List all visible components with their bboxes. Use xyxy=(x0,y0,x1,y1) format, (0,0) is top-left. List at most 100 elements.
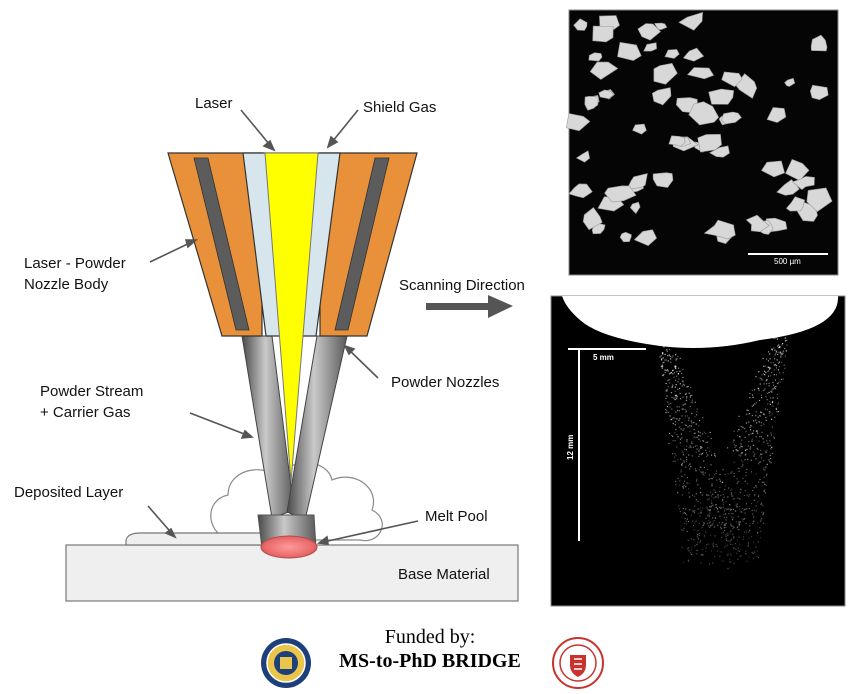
stream-particle xyxy=(777,345,779,347)
stream-particle xyxy=(714,455,716,457)
stream-particle xyxy=(738,524,740,526)
stream-particle xyxy=(697,530,699,532)
stream-particle xyxy=(695,470,697,472)
stream-particle xyxy=(704,530,707,532)
stream-particle xyxy=(663,374,665,376)
stream-particle xyxy=(732,441,734,443)
powder-particle xyxy=(632,123,647,135)
stream-particle xyxy=(767,435,769,437)
stream-particle xyxy=(674,386,676,388)
stream-particle xyxy=(681,422,683,424)
stream-particle xyxy=(690,466,692,468)
stream-particle xyxy=(726,534,728,536)
stream-particle xyxy=(760,436,762,438)
stream-particle xyxy=(726,532,728,534)
stream-particle xyxy=(729,508,731,510)
stream-particle xyxy=(751,509,753,511)
stream-particle xyxy=(751,432,754,434)
stream-particle xyxy=(721,560,723,562)
stream-particle xyxy=(760,503,762,506)
powder-particle xyxy=(584,95,599,111)
stream-particle xyxy=(761,411,763,414)
stream-particle xyxy=(709,509,711,511)
stream-particle xyxy=(682,396,684,398)
stream-particle xyxy=(709,514,711,516)
stream-particle xyxy=(691,394,693,396)
stream-particle xyxy=(671,434,673,436)
stream-particle xyxy=(773,374,775,376)
stream-particle xyxy=(725,539,728,542)
stream-particle xyxy=(682,452,684,454)
powder-micrograph: 500 µm xyxy=(565,9,839,276)
stream-particle xyxy=(771,426,773,428)
stream-particle xyxy=(753,551,755,553)
stream-particle xyxy=(730,554,732,556)
stream-particle xyxy=(694,522,696,524)
stream-particle xyxy=(779,351,782,353)
stream-particle xyxy=(662,365,664,367)
stream-particle xyxy=(754,403,756,405)
stream-particle xyxy=(674,399,676,401)
stream-particle xyxy=(689,496,691,498)
stream-particle xyxy=(755,555,757,557)
stream-particle xyxy=(773,337,775,339)
stream-particle xyxy=(763,373,765,375)
stream-particle xyxy=(782,343,784,345)
stream-particle xyxy=(774,332,776,334)
stream-particle xyxy=(744,490,746,492)
stream-particle xyxy=(767,445,770,447)
stream-particle xyxy=(690,395,692,397)
powder-particle xyxy=(626,173,648,190)
stream-particle xyxy=(764,469,766,471)
stream-particle xyxy=(742,464,744,466)
stream-particle xyxy=(725,522,727,524)
stream-particle xyxy=(707,514,709,516)
stream-particle xyxy=(726,508,728,511)
stream-particle xyxy=(692,524,695,527)
stream-particle xyxy=(767,392,769,395)
stream-particle xyxy=(671,386,673,389)
stream-particle xyxy=(735,445,737,447)
stream-particle xyxy=(684,480,686,482)
stream-particle xyxy=(769,440,771,442)
stream-particle xyxy=(747,545,749,547)
stream-particle xyxy=(724,508,726,510)
stream-particle xyxy=(780,354,782,356)
stream-particle xyxy=(725,513,727,515)
stream-particle xyxy=(692,494,694,496)
stream-particle xyxy=(740,453,742,455)
stream-particle xyxy=(758,388,760,390)
stream-particle xyxy=(759,537,761,539)
stream-particle xyxy=(730,530,732,532)
stream-particle xyxy=(681,437,683,439)
stream-particle xyxy=(666,411,668,413)
powder-particle xyxy=(633,229,657,247)
stream-particle xyxy=(671,418,673,420)
stream-particle xyxy=(690,425,692,427)
stream-particle xyxy=(677,388,679,390)
stream-particle xyxy=(753,499,755,501)
powder-streams xyxy=(241,335,348,549)
stream-particle xyxy=(753,487,755,489)
powder-particle xyxy=(784,77,796,87)
stream-particle xyxy=(681,372,683,374)
stream-particle xyxy=(730,553,732,555)
stream-particle xyxy=(770,397,772,399)
stream-particle xyxy=(759,527,761,529)
stream-particle xyxy=(699,466,701,468)
stream-particle xyxy=(745,475,747,477)
stream-particle xyxy=(770,432,772,434)
stream-particle xyxy=(699,533,701,535)
stream-particle xyxy=(675,483,677,486)
stream-particle xyxy=(775,385,777,388)
label-scanning-direction: Scanning Direction xyxy=(399,277,525,294)
stream-particle xyxy=(689,509,691,511)
stream-particle xyxy=(749,426,751,428)
stream-particle xyxy=(763,389,765,391)
stream-particle xyxy=(722,503,725,506)
stream-particle xyxy=(696,549,698,552)
stream-particle xyxy=(733,475,735,477)
stream-particle xyxy=(691,412,693,415)
stream-particle xyxy=(763,512,765,514)
stream-particle xyxy=(727,447,729,449)
